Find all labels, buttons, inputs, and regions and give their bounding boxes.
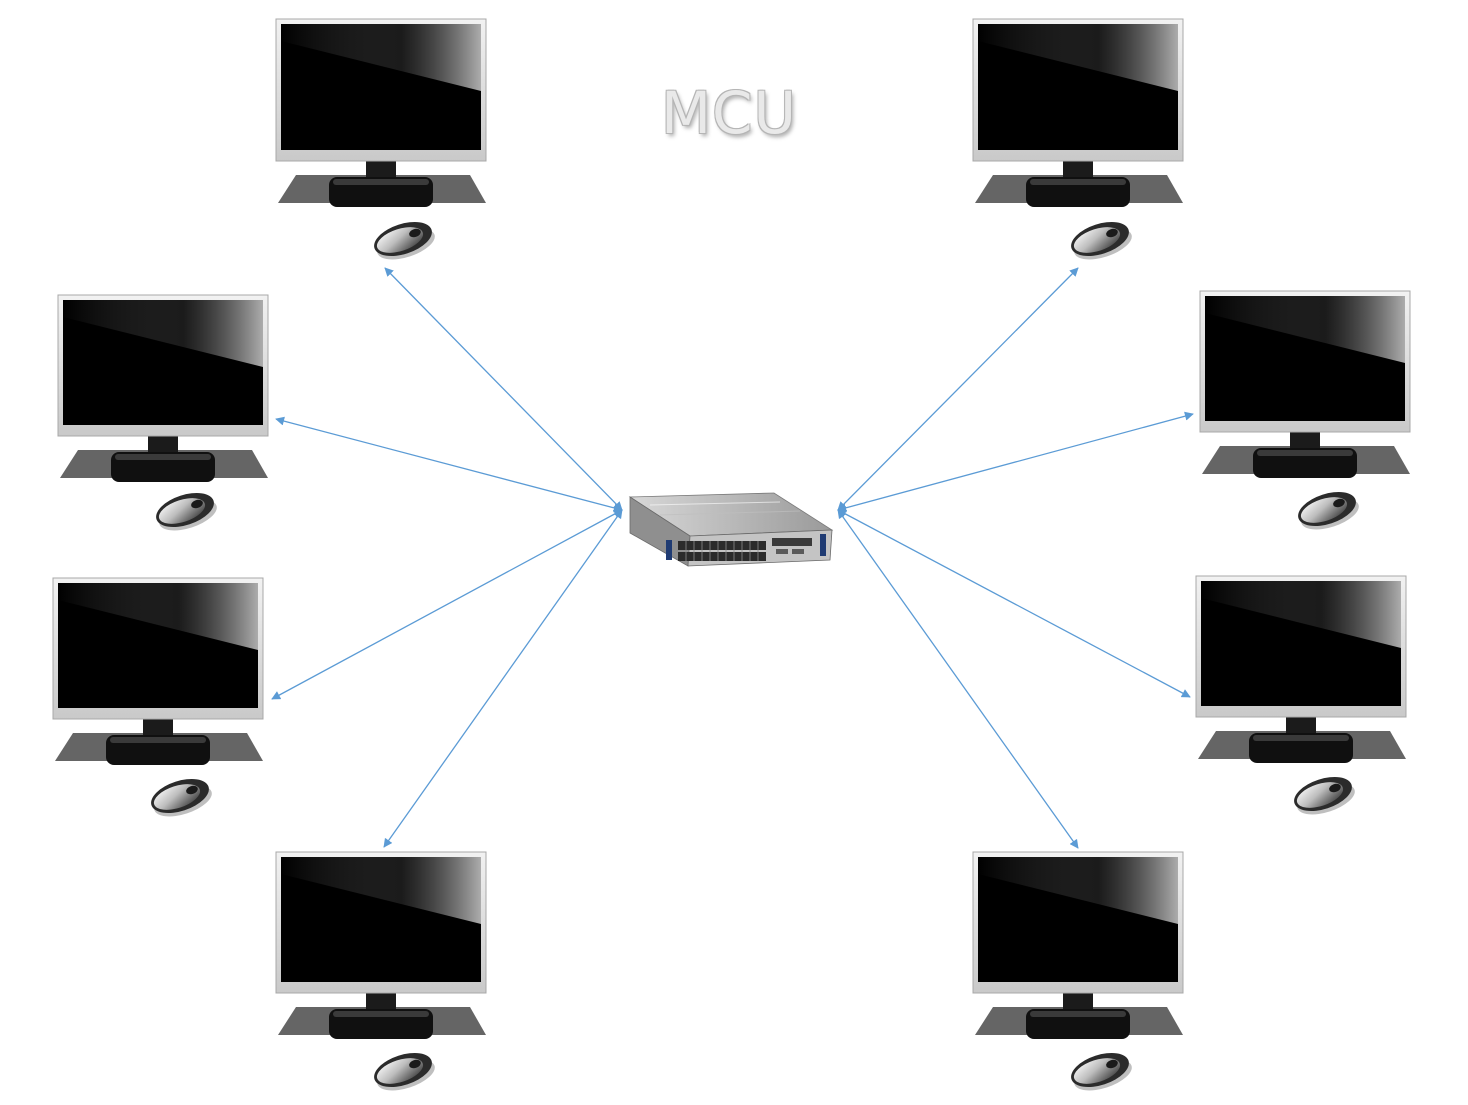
mouse-icon	[1298, 491, 1359, 530]
workstation-top-left	[275, 18, 487, 260]
monitor-icon	[1195, 575, 1407, 763]
monitor-icon	[972, 851, 1184, 1039]
monitor-icon	[1199, 290, 1411, 478]
monitor-icon	[275, 18, 487, 207]
monitor-icon	[57, 294, 269, 482]
diagram-title: MCU	[661, 79, 797, 147]
rack-server-icon	[628, 492, 834, 567]
mouse-icon	[156, 492, 217, 531]
mouse-icon	[374, 1052, 435, 1091]
arrow-top-right	[837, 267, 1079, 511]
monitor-icon	[275, 851, 487, 1039]
mouse-icon	[1294, 776, 1355, 815]
workstation-upper-right	[1199, 290, 1411, 530]
arrow-top-left	[384, 267, 623, 511]
arrow-lower-left	[271, 509, 623, 700]
workstation-lower-left	[52, 577, 264, 817]
arrow-bottom-left	[383, 509, 623, 848]
workstation-lower-right	[1195, 575, 1407, 815]
workstation-upper-left	[57, 294, 269, 531]
monitor-icon	[52, 577, 264, 765]
arrow-upper-left	[275, 416, 623, 513]
workstation-bottom-right	[972, 851, 1184, 1091]
workstation-top-right	[972, 18, 1184, 260]
mouse-icon	[1071, 221, 1132, 260]
mouse-icon	[1071, 1052, 1132, 1091]
mouse-icon	[374, 221, 435, 260]
monitor-icon	[972, 18, 1184, 207]
workstation-bottom-left	[275, 851, 487, 1091]
mouse-icon	[151, 778, 212, 817]
connections	[271, 267, 1194, 849]
arrow-lower-right	[837, 509, 1191, 698]
arrow-upper-right	[837, 411, 1194, 513]
arrow-bottom-right	[837, 509, 1079, 849]
